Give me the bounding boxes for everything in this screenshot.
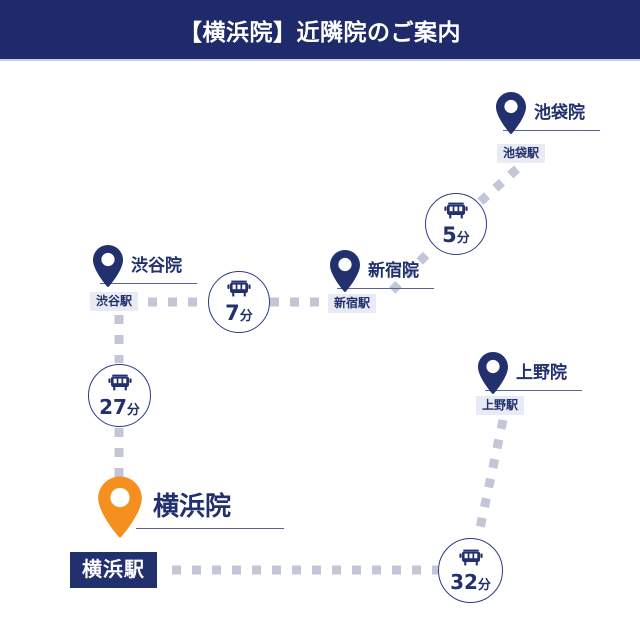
station-chip-shinjuku[interactable]: 新宿駅 (328, 294, 377, 313)
clinic-name-yokohama: 横浜院 (153, 492, 232, 522)
clinic-marker-yokohama[interactable]: 横浜院 (96, 475, 284, 538)
clinic-underline (100, 283, 197, 284)
travel-time-label: 32分 (450, 570, 491, 594)
clinic-marker-shibuya[interactable]: 渋谷院 (92, 244, 197, 287)
station-chip-shibuya[interactable]: 渋谷駅 (90, 292, 139, 311)
map-pin-icon (92, 244, 124, 288)
clinic-name-shibuya: 渋谷院 (131, 255, 182, 276)
route-lines (114, 165, 520, 575)
route-5min-to-shinjuku (386, 251, 430, 297)
travel-time-badge-shibuya-shinjuku[interactable]: 7分 (208, 271, 270, 333)
clinic-underline (485, 390, 582, 391)
train-icon (444, 202, 468, 224)
clinic-underline (503, 130, 600, 131)
travel-time-label: 5分 (442, 223, 470, 247)
page-title: 【横浜院】近隣院のご案内 (179, 19, 461, 46)
train-icon (227, 280, 251, 302)
clinic-map: 池袋院 池袋駅 渋谷院 渋谷駅 新宿院 (0, 63, 640, 640)
clinic-marker-ikebukuro[interactable]: 池袋院 (495, 91, 600, 134)
clinic-marker-ueno[interactable]: 上野院 (477, 351, 582, 394)
travel-time-badge-shibuya-yokohama[interactable]: 27分 (88, 364, 151, 427)
clinic-underline (337, 288, 434, 289)
clinic-name-shinjuku: 新宿院 (368, 260, 419, 281)
station-chip-ueno[interactable]: 上野駅 (476, 396, 525, 415)
map-pin-icon (329, 249, 361, 293)
travel-time-label: 27分 (99, 395, 140, 419)
train-icon (107, 374, 132, 396)
page-header: 【横浜院】近隣院のご案内 (0, 0, 640, 61)
travel-time-badge-ikebukuro-shinjuku[interactable]: 5分 (425, 193, 487, 255)
travel-time-badge-ueno-yokohama[interactable]: 32分 (438, 538, 503, 603)
map-pin-icon (495, 91, 527, 135)
clinic-name-ikebukuro: 池袋院 (534, 102, 585, 123)
map-pin-icon (96, 475, 144, 539)
station-chip-ikebukuro[interactable]: 池袋駅 (497, 144, 546, 163)
travel-time-label: 7分 (225, 301, 253, 325)
clinic-underline (136, 528, 284, 529)
clinic-marker-shinjuku[interactable]: 新宿院 (329, 249, 434, 292)
train-icon (458, 549, 483, 571)
clinic-name-ueno: 上野院 (516, 362, 567, 383)
station-chip-yokohama[interactable]: 横浜駅 (70, 552, 157, 588)
route-ueno-to-32min (474, 419, 508, 534)
map-pin-icon (477, 351, 509, 395)
